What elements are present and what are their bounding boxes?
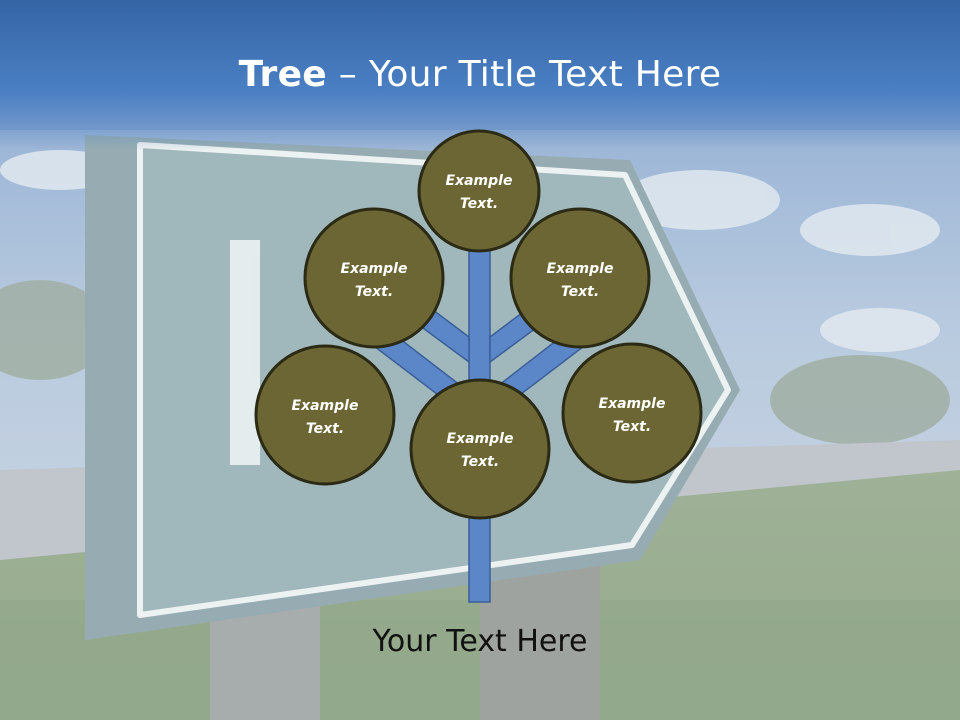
tree-node-lower-left: Example Text. xyxy=(254,344,396,486)
tree-node-upper-right: Example Text. xyxy=(509,207,651,349)
node-label-line1: Example xyxy=(292,398,359,414)
tree-node-upper-left: Example Text. xyxy=(303,207,445,349)
node-label-line1: Example xyxy=(341,261,408,277)
node-label-line2: Text. xyxy=(460,196,498,212)
title-band xyxy=(0,0,960,150)
caption-text: Your Text Here xyxy=(372,624,588,659)
tree-node-lower-right: Example Text. xyxy=(561,342,703,484)
title-bold: Tree xyxy=(238,54,328,95)
title-rest: – Your Title Text Here xyxy=(327,54,722,95)
tree-node-top: Example Text. xyxy=(417,129,541,253)
node-label-line2: Text. xyxy=(613,419,651,435)
node-label-line2: Text. xyxy=(355,284,393,300)
tree-node-center: Example Text. xyxy=(409,378,551,520)
node-label-line2: Text. xyxy=(461,454,499,470)
node-label-line1: Example xyxy=(447,431,514,447)
node-label-line1: Example xyxy=(446,173,513,189)
node-label-line2: Text. xyxy=(561,284,599,300)
node-label-line2: Text. xyxy=(306,421,344,437)
node-label-line1: Example xyxy=(547,261,614,277)
slide-title: Tree – Your Title Text Here xyxy=(0,54,960,95)
node-label-line1: Example xyxy=(599,396,666,412)
